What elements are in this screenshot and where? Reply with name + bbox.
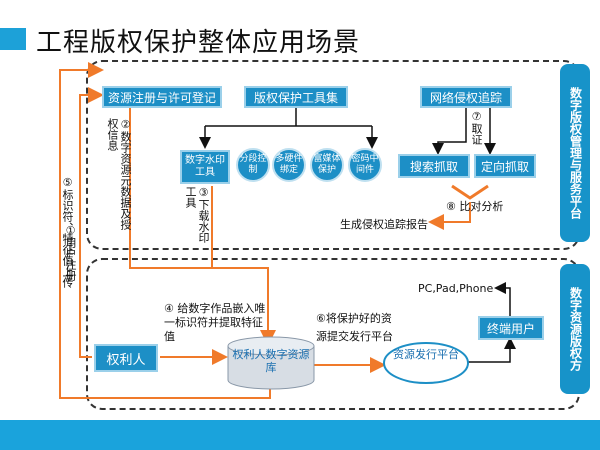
report-label: 生成侵权追踪报告 xyxy=(340,218,428,231)
toolset-box: 版权保护工具集 xyxy=(244,86,348,108)
rights-holder-box: 权利人 xyxy=(94,344,158,372)
tool-crypto-middleware: 密码中间件 xyxy=(348,148,382,182)
devices-label: PC,Pad,Phone xyxy=(418,282,494,295)
database-label: 权利人数字资源库 xyxy=(232,348,310,374)
directed-crawl-box: 定向抓取 xyxy=(474,154,536,178)
publish-cloud-shape xyxy=(383,342,469,384)
terminal-user-box: 终端用户 xyxy=(478,316,544,340)
step3-label: ③下载水印工具 xyxy=(184,186,210,243)
side-label-owner: 数字资源版权方 xyxy=(560,264,590,394)
side-label-platform: 数字版权管理与服务平台 xyxy=(560,64,590,242)
publish-label: 资源发行平台 xyxy=(393,348,459,361)
tracking-box: 网络侵权追踪 xyxy=(420,86,512,108)
database-cylinder xyxy=(227,336,315,390)
tool-segment-control: 分段控制 xyxy=(236,148,270,182)
step2-label: ②数字资源元数据及授权信息 xyxy=(106,118,132,230)
search-crawl-box: 搜索抓取 xyxy=(398,154,470,178)
tool-watermark: 数字水印工具 xyxy=(180,150,230,184)
step6-label: ⑥将保护好的资源提交发行平台 xyxy=(316,312,393,343)
register-box: 资源注册与许可登记 xyxy=(102,86,222,108)
step4-label: ④ 给数字作品嵌入唯一标识符并提取特征值 xyxy=(164,302,266,343)
page-title: 工程版权保护整体应用场景 xyxy=(36,28,361,58)
step5-label: ⑤标识符、特征值上传 xyxy=(61,176,74,288)
title-accent-bar xyxy=(0,28,26,50)
tool-hardware-bind: 多硬件绑定 xyxy=(272,148,306,182)
tool-rich-media: 富媒体保护 xyxy=(310,148,344,182)
step7-label: ⑦取证 xyxy=(470,110,483,145)
footer-bar xyxy=(0,420,600,450)
step8-label: ⑧ 比对分析 xyxy=(446,200,504,213)
step1-label: ①用户注册 xyxy=(64,224,77,281)
